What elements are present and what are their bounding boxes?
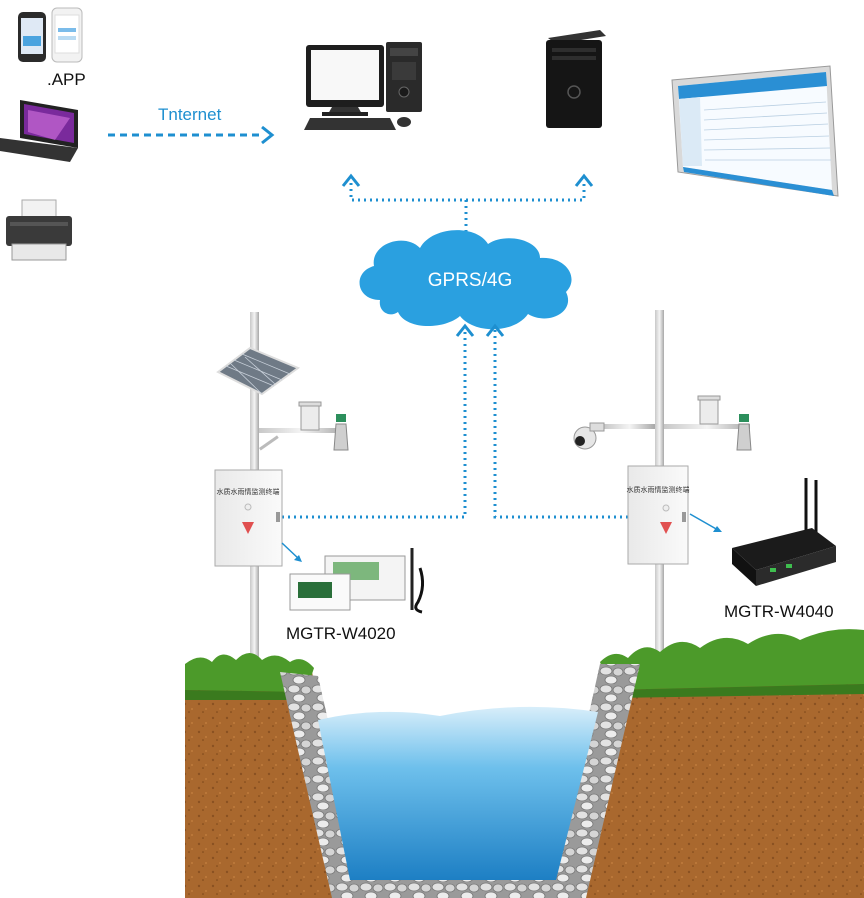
grass-left	[185, 653, 314, 700]
ptz-camera-icon	[573, 422, 605, 450]
desktop-computer-icon	[304, 42, 422, 130]
printer-icon	[6, 199, 72, 261]
radar-level-sensor-icon	[736, 414, 752, 451]
right-rtu-cabinet: 水质水雨情监测终端	[627, 465, 690, 565]
smartphone-icon	[18, 7, 83, 63]
grass-right	[600, 629, 864, 698]
gprs-cloud	[359, 230, 572, 330]
water-channel	[318, 706, 598, 880]
mgtr-w4040-device-icon	[732, 478, 836, 586]
monitoring-screen-icon	[671, 65, 839, 197]
mgtr-w4020-device-icon	[289, 548, 425, 614]
device-link-left	[281, 542, 302, 562]
device-left-label: MGTR-W4020	[286, 624, 396, 643]
laptop-icon	[0, 100, 78, 162]
internet-label: Tnternet	[158, 105, 222, 124]
cloud-arrowheads	[455, 323, 505, 337]
cloud-to-computers-link	[349, 180, 586, 244]
internet-arrow	[108, 125, 275, 145]
svg-text:水质水雨情监测终端: 水质水雨情监测终端	[627, 485, 690, 494]
device-link-right	[689, 513, 722, 532]
solar-panel-icon	[216, 346, 301, 396]
gprs-4g-label: GPRS/4G	[427, 270, 513, 291]
uplink-arrowheads	[341, 173, 594, 187]
radar-level-sensor-icon	[333, 414, 349, 451]
rain-gauge-icon	[697, 395, 721, 425]
server-tower-icon	[546, 30, 606, 128]
left-rtu-cabinet: 水质水雨情监测终端	[214, 469, 283, 567]
app-label: .APP	[47, 70, 86, 89]
device-right-label: MGTR-W4040	[724, 602, 834, 621]
rain-gauge-icon	[298, 401, 322, 431]
svg-text:水质水雨情监测终端: 水质水雨情监测终端	[217, 487, 280, 496]
device-to-cloud-link	[282, 330, 628, 519]
